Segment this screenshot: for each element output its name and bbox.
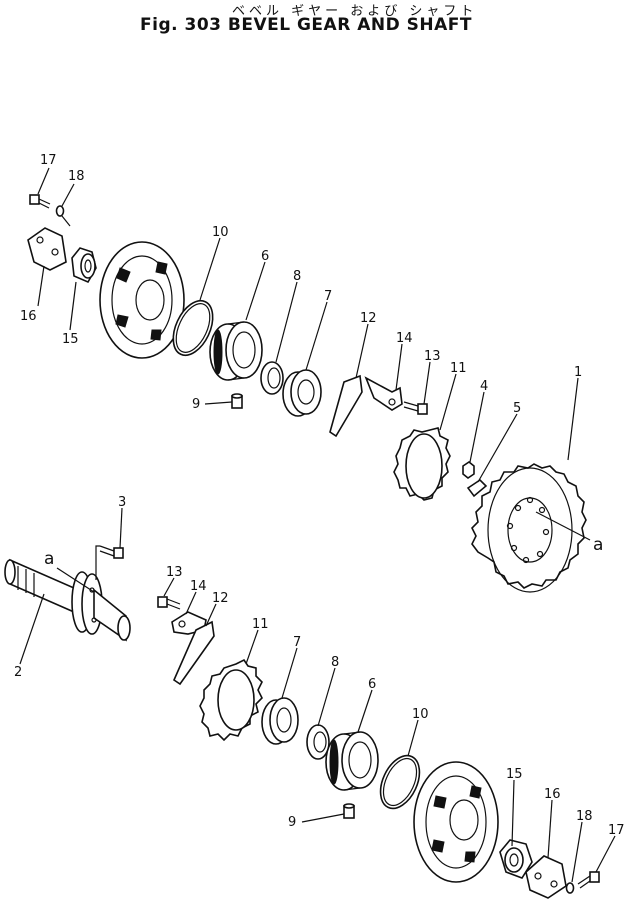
label-15-upper: 15 bbox=[62, 332, 79, 347]
label-18-upper: 18 bbox=[68, 169, 85, 184]
label-15-lower: 15 bbox=[506, 767, 523, 782]
part-12-shim-upper bbox=[329, 374, 363, 438]
part-3-bolt bbox=[95, 545, 124, 580]
part-1-bevel-gear bbox=[471, 463, 587, 593]
label-17-lower: 17 bbox=[608, 823, 625, 838]
part-2-pinion-shaft bbox=[4, 558, 131, 642]
label-4: 4 bbox=[480, 379, 488, 394]
label-11-upper: 11 bbox=[450, 361, 467, 376]
label-18-lower: 18 bbox=[576, 809, 593, 824]
label-11-lower: 11 bbox=[252, 617, 269, 632]
part-11-nut-ring-lower bbox=[199, 658, 263, 742]
label-7-upper: 7 bbox=[324, 289, 332, 304]
label-1: 1 bbox=[574, 365, 582, 380]
label-5: 5 bbox=[513, 401, 521, 416]
part-12-shim-lower bbox=[172, 620, 215, 686]
part-10-o-ring-lower bbox=[379, 754, 421, 810]
label-9-upper: 9 bbox=[192, 397, 200, 412]
flange-disk-upper bbox=[99, 241, 185, 359]
part-15-nut-lower bbox=[499, 839, 533, 879]
part-8-spacer-lower bbox=[306, 724, 330, 760]
label-a-left: a bbox=[44, 549, 54, 569]
part-6-cage-upper bbox=[209, 321, 263, 381]
label-16-lower: 16 bbox=[544, 787, 561, 802]
label-17-upper: 17 bbox=[40, 153, 57, 168]
label-13-upper: 13 bbox=[424, 349, 441, 364]
flange-disk-lower bbox=[413, 761, 499, 883]
label-9-lower: 9 bbox=[288, 815, 296, 830]
figure-title: Fig. 303 BEVEL GEAR AND SHAFT bbox=[140, 15, 472, 35]
part-17-bolt-lower bbox=[577, 871, 600, 889]
label-14-lower: 14 bbox=[190, 579, 207, 594]
label-6-lower: 6 bbox=[368, 677, 376, 692]
part-17-bolt-upper bbox=[29, 194, 51, 209]
part-15-nut-upper bbox=[71, 247, 97, 284]
leader-lines bbox=[19, 167, 616, 883]
label-6-upper: 6 bbox=[261, 249, 269, 264]
part-13-bolt-upper bbox=[403, 401, 428, 415]
label-2: 2 bbox=[14, 665, 22, 680]
part-4-nut bbox=[462, 461, 475, 479]
part-7-bearing-lower bbox=[261, 697, 299, 745]
part-9-plug-upper bbox=[231, 393, 243, 409]
label-12-lower: 12 bbox=[212, 591, 229, 606]
label-7-lower: 7 bbox=[293, 635, 301, 650]
part-6-cage-lower bbox=[325, 731, 379, 791]
part-18-washer-upper bbox=[55, 205, 71, 227]
part-labels: 17 18 16 15 10 6 8 7 9 12 14 13 11 1 4 5… bbox=[14, 153, 625, 838]
label-12-upper: 12 bbox=[360, 311, 377, 326]
part-18-washer-lower bbox=[565, 882, 575, 894]
figure-title-japanese: ベベル ギヤー および シャフト bbox=[232, 4, 478, 19]
label-a-right: a bbox=[593, 535, 603, 555]
label-14-upper: 14 bbox=[396, 331, 413, 346]
part-7-bearing-upper bbox=[282, 369, 322, 417]
part-14-lock-plate-upper bbox=[364, 376, 403, 411]
label-8-upper: 8 bbox=[293, 269, 301, 284]
label-10-lower: 10 bbox=[412, 707, 429, 722]
label-3: 3 bbox=[118, 495, 126, 510]
part-13-bolt-lower bbox=[157, 596, 181, 610]
part-11-nut-ring-upper bbox=[393, 427, 451, 501]
part-10-o-ring-upper bbox=[172, 299, 214, 357]
part-9-plug-lower bbox=[343, 803, 355, 819]
label-8-lower: 8 bbox=[331, 655, 339, 670]
label-16-upper: 16 bbox=[20, 309, 37, 324]
part-5-lock-washer bbox=[466, 478, 488, 498]
label-13-lower: 13 bbox=[166, 565, 183, 580]
part-8-spacer-upper bbox=[260, 361, 284, 395]
part-16-lock-plate-upper bbox=[27, 227, 67, 271]
label-10-upper: 10 bbox=[212, 225, 229, 240]
